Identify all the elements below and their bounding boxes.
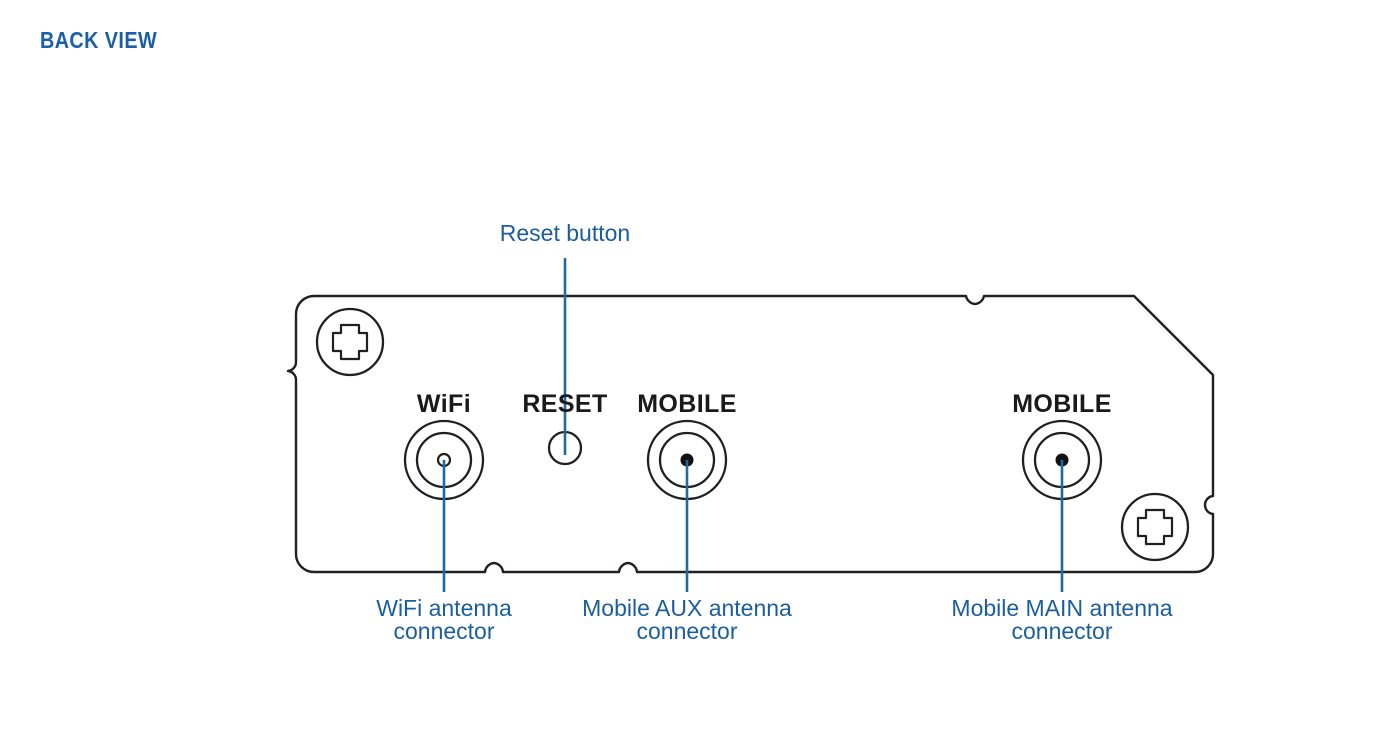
screw-bottom-right (1120, 492, 1190, 562)
callout-label-mobile-main-antenna-line1: Mobile MAIN antenna (951, 595, 1172, 621)
callout-label-wifi-antenna-line1: WiFi antenna (376, 595, 512, 621)
callout-label-mobile-aux-antenna: Mobile AUX antenna connector (582, 595, 792, 644)
device-outline-group (286, 294, 1215, 574)
callout-label-mobile-aux-antenna-line1: Mobile AUX antenna (582, 595, 792, 621)
silkscreen-label-mobile-aux: MOBILE (637, 390, 737, 418)
screw-top-left (315, 307, 385, 377)
callout-label-wifi-antenna: WiFi antenna connector (376, 595, 512, 644)
device-outline (286, 294, 1215, 574)
callout-label-mobile-aux-antenna-line2: connector (636, 618, 737, 644)
callout-label-reset-button: Reset button (500, 220, 630, 246)
silkscreen-label-mobile-main: MOBILE (1012, 390, 1112, 418)
callout-label-wifi-antenna-line2: connector (393, 618, 494, 644)
silkscreen-label-reset: RESET (522, 390, 607, 418)
silkscreen-label-wifi: WiFi (417, 390, 471, 418)
page-title: BACK VIEW (40, 27, 158, 53)
callout-label-mobile-main-antenna-line2: connector (1011, 618, 1112, 644)
callout-label-mobile-main-antenna: Mobile MAIN antenna connector (951, 595, 1172, 644)
